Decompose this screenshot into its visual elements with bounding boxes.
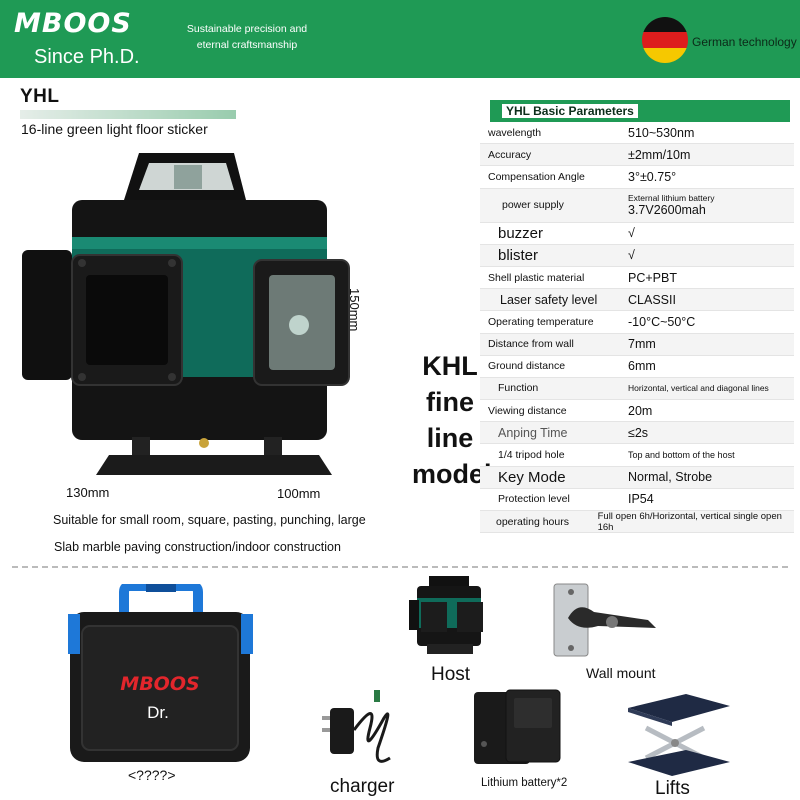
case-label: <????> [128,767,176,783]
table-row: Accuracy±2mm/10m [480,144,794,167]
host-image [409,576,483,654]
battery-image [474,689,561,764]
laser-level-image [22,153,350,475]
table-row: buzzer√ [480,223,794,245]
lifts-image [628,694,730,776]
width-dimension: 130mm [66,485,110,500]
lifts-label: Lifts [655,778,690,799]
model-name: YHL [20,86,60,107]
usage-caption-2: Slab marble paving construction/indoor c… [54,540,341,554]
country-label: German technology [692,35,797,49]
height-dimension: 150mm [347,288,362,332]
wall-mount-label: Wall mount [586,665,656,681]
tagline: Sustainable precision and eternal crafts… [186,23,308,51]
case-sub: Dr. [147,703,169,722]
german-flag-icon [642,17,688,63]
depth-dimension: 100mm [277,486,321,501]
case-brand: MBOOS [120,673,199,695]
wall-mount-image [553,583,656,657]
table-header: YHL Basic Parameters [490,100,790,122]
table-row: Operating temperature-10°C~50°C [480,311,794,334]
product-subtitle: 16-line green light floor sticker [21,121,208,137]
header-banner: MBOOS Since Ph.D. Sustainable precision … [0,0,800,78]
host-label: Host [431,664,471,685]
usage-caption-1: Suitable for small room, square, pasting… [53,513,366,527]
table-row: Anping Time≤2s [480,422,794,445]
since-text: Since Ph.D. [34,46,140,68]
table-row: blister√ [480,244,794,267]
carry-case-image: MBOOS Dr. [68,584,253,762]
subtitle-highlight [20,110,236,119]
brand-logo: MBOOS [14,8,132,39]
section-divider [12,566,788,568]
charger-label: charger [330,776,395,797]
charger-image [322,690,391,763]
model-label: KHL fine line model [412,351,492,489]
battery-label: Lithium battery*2 [481,777,568,789]
